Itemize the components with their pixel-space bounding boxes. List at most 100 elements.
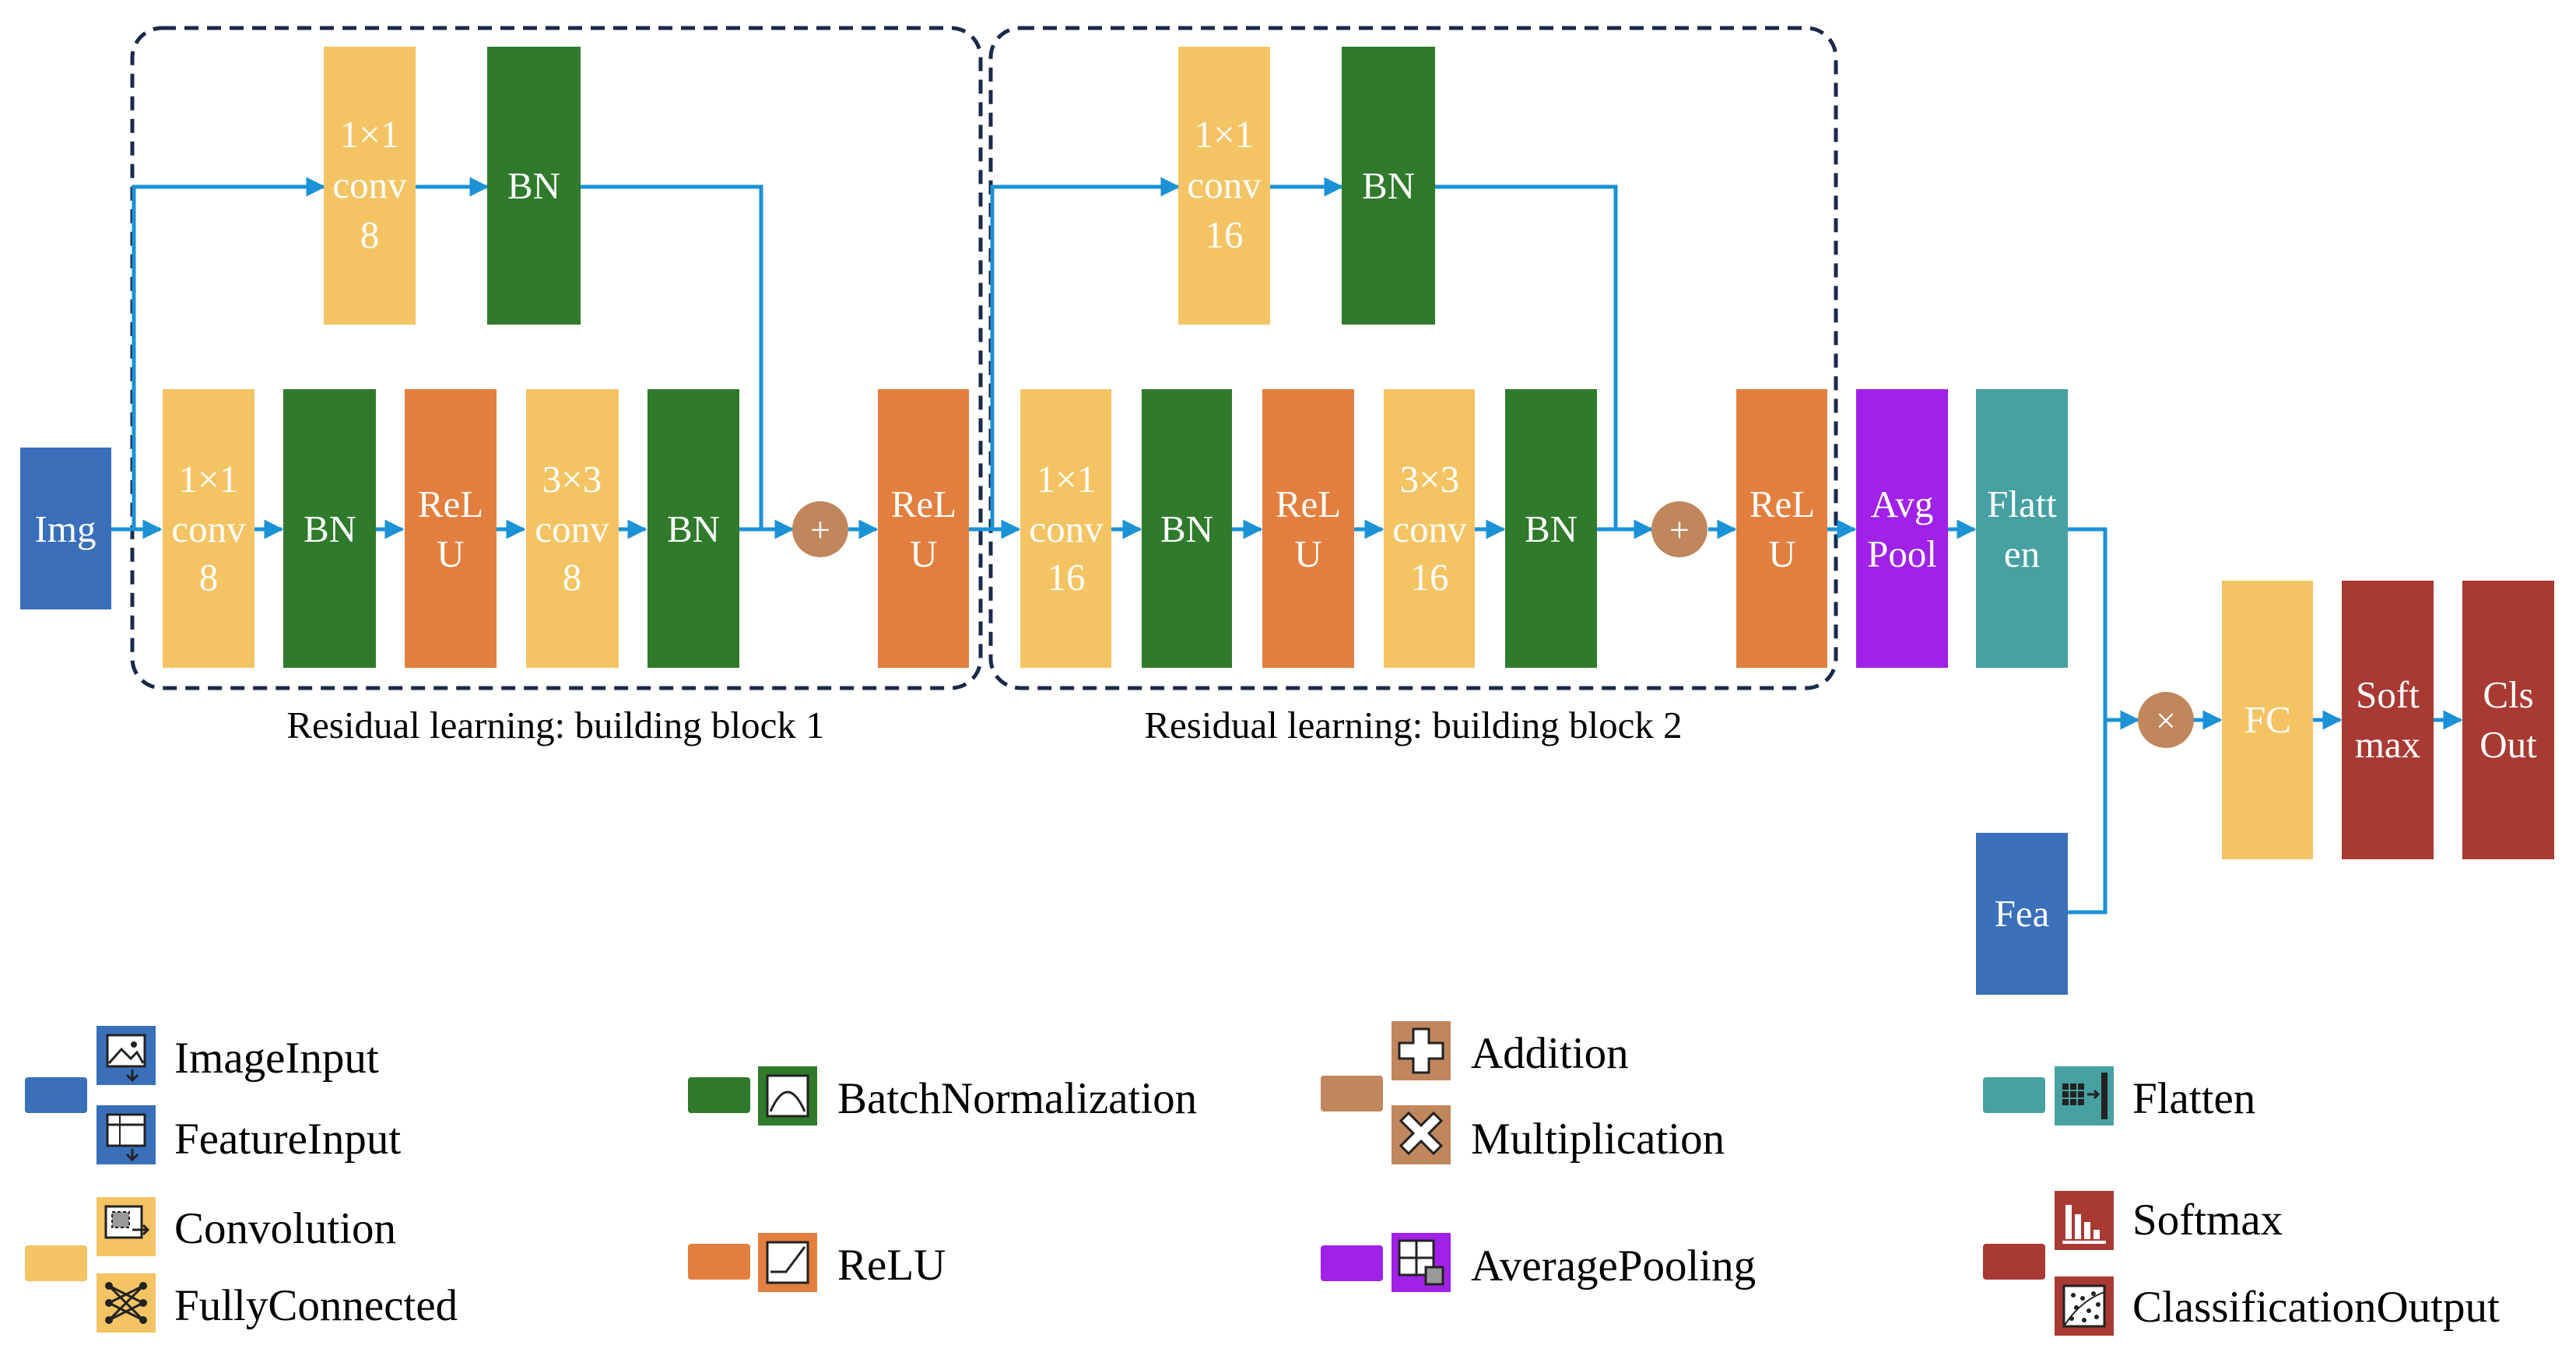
svg-text:conv: conv [1392,507,1467,550]
block1-bn2: BN [648,389,739,668]
block2-shortcut-conv: 1×1 conv 16 [1178,47,1270,325]
block2-shortcut-bn: BN [1342,47,1435,325]
svg-text:×: × [2156,701,2176,740]
svg-text:3×3: 3×3 [542,458,602,500]
block2-relu-out: ReL U [1736,389,1827,668]
svg-text:Img: Img [35,507,97,550]
svg-text:16: 16 [1206,213,1244,256]
svg-text:Cls: Cls [2483,673,2533,716]
svg-text:8: 8 [360,213,380,256]
svg-text:U: U [437,532,464,575]
svg-text:Flatt: Flatt [1987,483,2057,525]
block2-bn2: BN [1505,389,1597,668]
legend-feature-input: FeatureInput [174,1115,401,1164]
residual-block-2-frame [988,26,1838,690]
legend-conv-swatch [25,1245,87,1281]
legend-fully-connected: FullyConnected [174,1281,458,1330]
average-pooling-icon [1392,1233,1451,1292]
legend-average-pooling: AveragePooling [1471,1241,1756,1291]
block2-conv2: 3×3 conv 16 [1384,389,1475,668]
block2-relu1: ReL U [1262,389,1354,668]
multiply-op: × [2138,692,2194,748]
block1-add: + [792,501,848,557]
svg-text:BN: BN [667,507,720,550]
legend-addition: Addition [1471,1029,1629,1078]
svg-text:Fea: Fea [1995,892,2050,935]
connections [111,177,2463,915]
svg-text:conv: conv [1029,507,1104,550]
svg-text:BN: BN [507,164,560,207]
block1-bn1: BN [283,389,376,668]
legend-flatten-swatch [1983,1077,2045,1113]
legend-flatten: Flatten [2132,1074,2255,1123]
avgpool-block: Avg Pool [1856,389,1948,668]
block1-shortcut-conv: 1×1 conv 8 [324,47,416,325]
svg-text:ReL: ReL [1750,483,1815,525]
fully-connected-icon [97,1273,156,1333]
svg-text:BN: BN [1160,507,1213,550]
svg-text:8: 8 [199,556,219,599]
legend-pool-swatch [1321,1245,1383,1281]
svg-text:ReL: ReL [891,483,956,525]
svg-text:Pool: Pool [1867,532,1937,575]
softmax-icon [2055,1191,2114,1250]
block2-conv1: 1×1 conv 16 [1020,389,1111,668]
flatten-block: Flatt en [1976,389,2068,668]
svg-text:conv: conv [1187,163,1262,206]
legend-relu-swatch [688,1244,750,1280]
svg-text:8: 8 [563,556,582,599]
svg-text:U: U [910,532,937,575]
svg-text:1×1: 1×1 [1195,113,1255,156]
fea-block: Fea [1976,833,2068,995]
image-input-icon [97,1026,156,1085]
legend-convolution: Convolution [174,1204,396,1253]
classification-output-icon [2055,1276,2114,1336]
cls-out-block: Cls Out [2462,581,2554,859]
svg-text:conv: conv [332,163,407,206]
legend-batch-normalization: BatchNormalization [837,1074,1197,1123]
svg-text:1×1: 1×1 [179,458,239,500]
svg-text:conv: conv [535,507,609,550]
block2-caption: Residual learning: building block 2 [1144,704,1682,746]
legend-softmax: Softmax [2132,1196,2283,1245]
svg-text:FC: FC [2244,698,2291,741]
svg-text:BN: BN [1525,507,1578,550]
block1-relu-out: ReL U [878,389,969,668]
block1-conv1: 1×1 conv 8 [163,389,254,668]
flatten-icon [2055,1066,2114,1125]
fc-block: FC [2222,581,2313,859]
legend-relu: ReLU [837,1241,946,1290]
block1-conv2: 3×3 conv 8 [526,389,619,668]
svg-text:max: max [2355,723,2420,766]
svg-text:Avg: Avg [1871,483,1934,525]
legend-input-swatch [25,1077,87,1113]
svg-text:conv: conv [171,507,246,550]
img-block: Img [20,448,111,609]
feature-input-icon [97,1105,156,1164]
block2-add: + [1651,501,1707,557]
legend-bn-swatch [688,1077,750,1113]
block1-shortcut-bn: BN [487,47,581,325]
legend-op-swatch [1321,1076,1383,1111]
svg-text:16: 16 [1411,556,1449,599]
svg-text:BN: BN [1362,164,1415,207]
svg-text:ReL: ReL [418,483,483,525]
svg-text:Soft: Soft [2356,673,2420,716]
block2-bn1: BN [1142,389,1232,668]
legend-image-input: ImageInput [174,1034,379,1083]
legend: ImageInput FeatureInput Convolution [25,1021,2500,1336]
svg-text:+: + [1669,510,1690,550]
block1-caption: Residual learning: building block 1 [286,704,824,746]
svg-text:en: en [2004,532,2040,575]
multiplication-icon [1392,1105,1451,1164]
softmax-block: Soft max [2342,581,2434,859]
block1-relu1: ReL U [405,389,497,668]
svg-text:U: U [1294,532,1321,575]
legend-multiplication: Multiplication [1471,1115,1725,1164]
addition-icon [1392,1021,1451,1080]
svg-text:1×1: 1×1 [1037,458,1097,500]
svg-text:U: U [1768,532,1795,575]
svg-text:ReL: ReL [1276,483,1341,525]
legend-softmax-swatch [1983,1244,2045,1280]
